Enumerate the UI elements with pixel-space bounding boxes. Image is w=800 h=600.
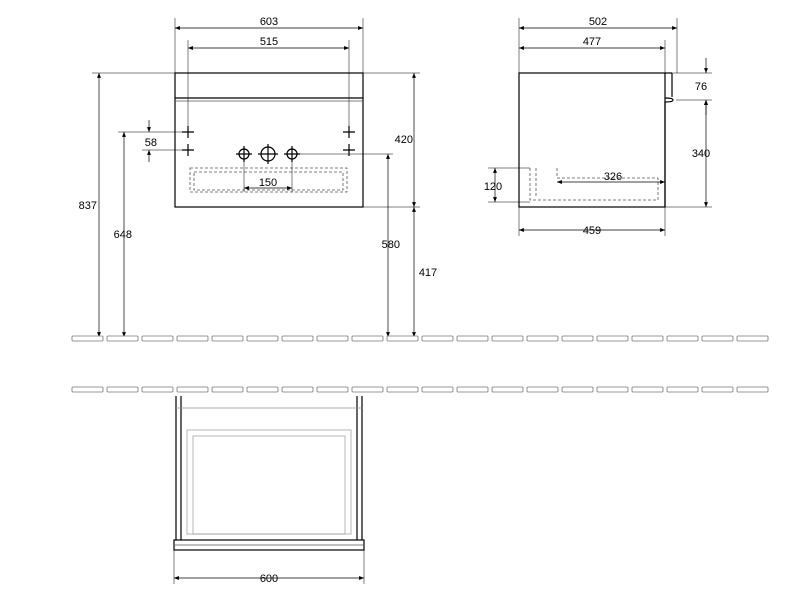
- plan-drawer-box: [192, 435, 346, 535]
- dim-depth-477: 477: [583, 36, 601, 48]
- dim-height-417: 417: [419, 267, 437, 279]
- dim-width-515: 515: [260, 36, 278, 48]
- wall-tile: [421, 386, 454, 393]
- wall-tile: [561, 386, 594, 393]
- wall-tile: [351, 386, 384, 393]
- wall-tile: [316, 335, 349, 342]
- wall-tile: [211, 335, 244, 342]
- wall-tile: [736, 386, 769, 393]
- wall-tile: [631, 335, 664, 342]
- wall-tile: [701, 386, 734, 393]
- wall-tile: [666, 386, 699, 393]
- wall-tile: [141, 335, 174, 342]
- wall-tile: [246, 386, 279, 393]
- wall-tile: [491, 335, 524, 342]
- wall-tile: [456, 335, 489, 342]
- wall-tile: [71, 335, 104, 342]
- wall-tile: [281, 335, 314, 342]
- wall-tile: [176, 335, 209, 342]
- wall-tile: [666, 335, 699, 342]
- wall-tile: [561, 335, 594, 342]
- front-inner-drawer: [189, 167, 348, 193]
- plan-view: 600: [173, 396, 365, 585]
- plan-drawer-outline: [186, 429, 352, 535]
- dim-width-600: 600: [260, 573, 278, 585]
- wall-tile: [246, 335, 279, 342]
- wall-tile: [386, 335, 419, 342]
- dim-offset-58: 58: [145, 137, 157, 149]
- dim-depth-459: 459: [583, 225, 601, 237]
- wall-tile: [736, 335, 769, 342]
- side-inner-drawer: [529, 168, 659, 201]
- side-cabinet-outline: [518, 72, 666, 208]
- front-inner-drawer-2: [193, 171, 344, 191]
- dim-height-340: 340: [692, 148, 710, 160]
- wall-tile: [141, 386, 174, 393]
- wall-tile: [71, 386, 104, 393]
- wall-tile: [596, 335, 629, 342]
- wall-tile: [421, 335, 454, 342]
- dim-depth-326: 326: [604, 171, 622, 183]
- side-view: 502 477 76 340 326 120 459: [484, 16, 712, 237]
- wall-tiles-lower: [71, 386, 769, 393]
- front-cabinet-outline: [174, 72, 364, 208]
- wall-tile: [456, 386, 489, 393]
- dim-height-120: 120: [484, 181, 502, 193]
- wall-tile: [351, 335, 384, 342]
- front-view: 603 515 837 648 58 150 420 580: [79, 16, 437, 337]
- wall-tile: [386, 386, 419, 393]
- wall-tile: [631, 386, 664, 393]
- wall-tile: [316, 386, 349, 393]
- dim-spacing-150: 150: [259, 177, 277, 189]
- dim-height-837: 837: [79, 200, 97, 212]
- wall-tile: [106, 335, 139, 342]
- dim-depth-502: 502: [589, 16, 607, 28]
- wall-tile: [176, 386, 209, 393]
- dim-height-648: 648: [114, 229, 132, 241]
- wall-tile: [281, 386, 314, 393]
- wall-tile: [526, 386, 559, 393]
- wall-tile: [106, 386, 139, 393]
- dim-height-580: 580: [382, 239, 400, 251]
- wall-tile: [596, 386, 629, 393]
- wall-tile: [491, 386, 524, 393]
- wall-tile: [526, 335, 559, 342]
- dim-top-76: 76: [695, 81, 707, 93]
- wall-tile: [211, 386, 244, 393]
- dim-height-420: 420: [395, 134, 413, 146]
- wall-tile: [701, 335, 734, 342]
- wall-tiles-upper: [71, 335, 769, 342]
- dim-width-603: 603: [260, 16, 278, 28]
- fitting-symbols: [236, 144, 300, 164]
